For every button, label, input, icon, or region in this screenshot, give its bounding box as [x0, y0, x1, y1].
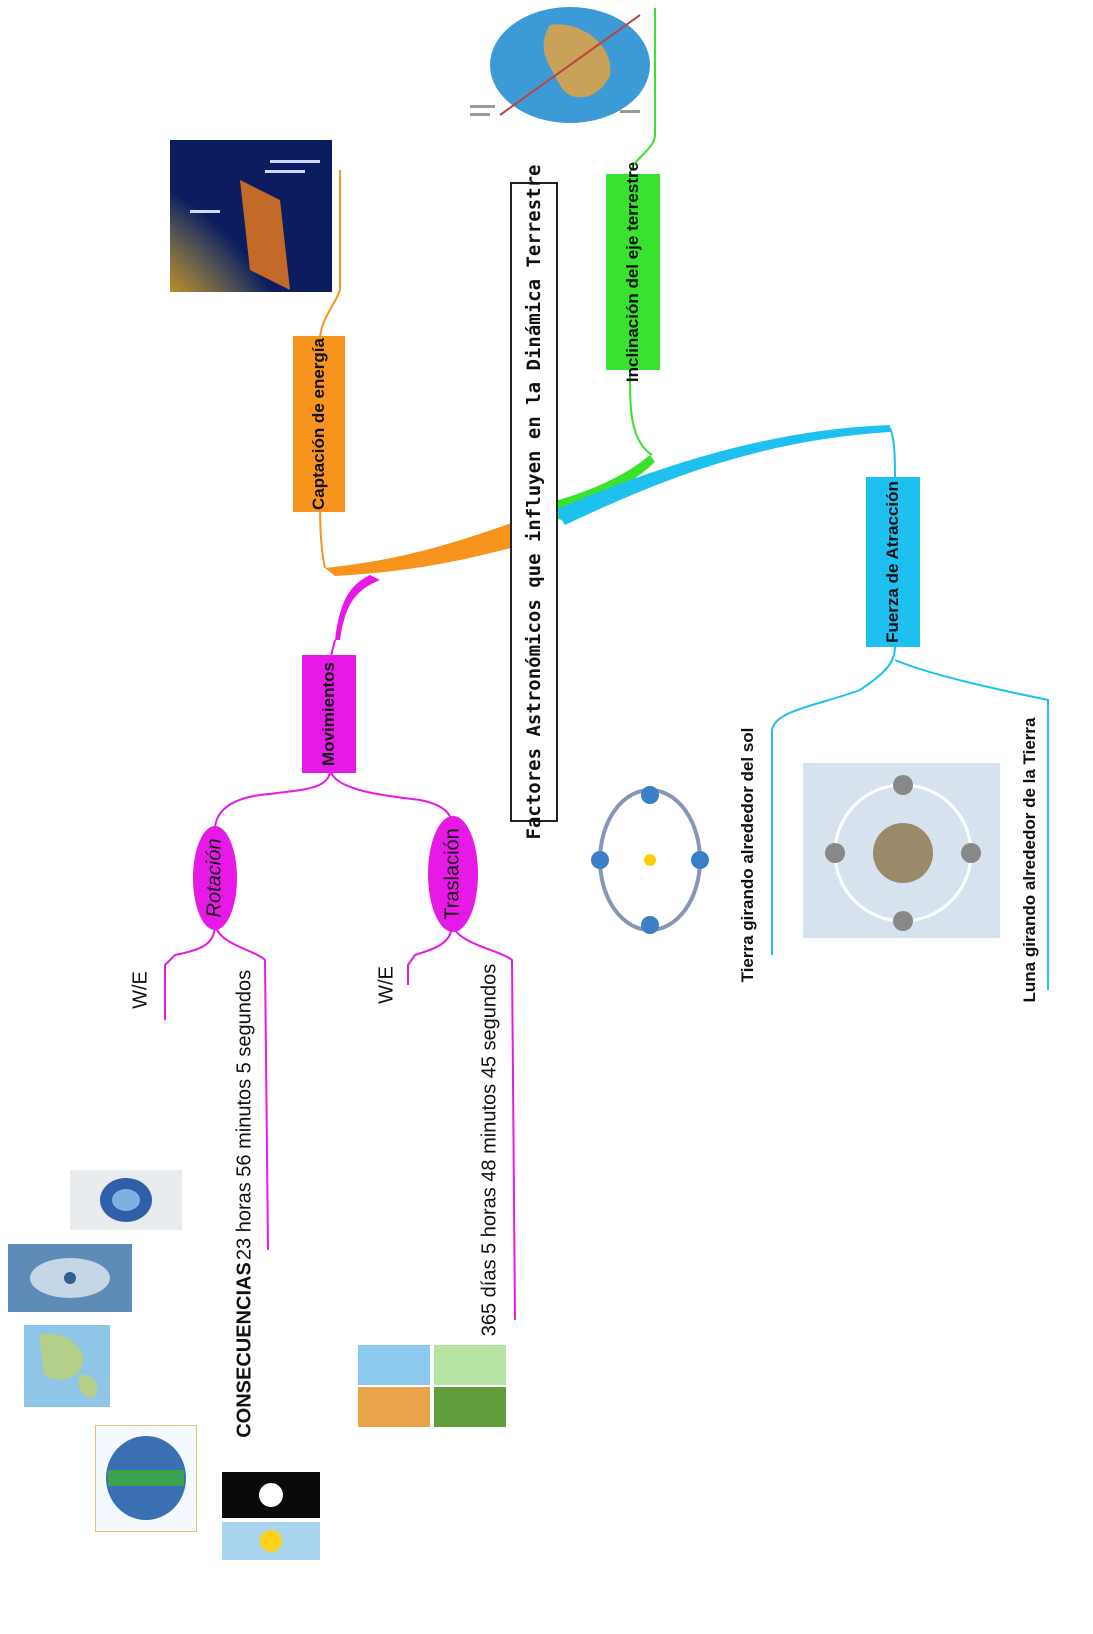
line-mov-split [214, 769, 331, 831]
line-inclinacion [629, 369, 653, 456]
hurricane-image [8, 1244, 132, 1312]
line-inclinacion-up [629, 8, 656, 176]
traslacion-duration: 365 días 5 horas 48 minutos 45 segundos [478, 963, 501, 1337]
consecuencias-label: CONSECUENCIAS [233, 1262, 256, 1438]
node-captacion: Captación de energía [293, 336, 345, 512]
world-map-image [24, 1325, 110, 1407]
central-title-text: Factores Astronómicos que influyen en la… [523, 164, 545, 840]
node-movimientos: Movimientos [302, 655, 356, 773]
luna-tierra-label: Luna girando alrededor de la Tierra [1020, 717, 1039, 1003]
central-title: Factores Astronómicos que influyen en la… [510, 165, 558, 839]
line-tras-split [407, 924, 453, 985]
tierra-sol-label: Tierra girando alrededor del sol [738, 727, 757, 983]
line-mov-split2 [329, 769, 453, 826]
energy-capture-image [170, 140, 332, 292]
moon-phases-diagram [803, 763, 1000, 938]
line-rot-split [164, 924, 216, 1020]
rotacion-direction: W/E [129, 971, 152, 1009]
ribbon-magenta [335, 575, 380, 640]
line-fuerza-split [771, 644, 896, 955]
node-fuerza: Fuerza de Atracción [866, 477, 920, 647]
day-night-image [222, 1472, 320, 1518]
line-captacion-up [319, 170, 341, 341]
climate-zones-globe-image [95, 1425, 197, 1532]
traslacion-direction: W/E [375, 966, 398, 1004]
ribbon-orange [325, 520, 540, 576]
ribbon-green [540, 455, 655, 520]
line-fuerza-split2 [894, 659, 1049, 990]
globe-axis-image [440, 5, 655, 135]
seasons-image [358, 1345, 506, 1427]
globe-hands-image [70, 1170, 182, 1230]
node-inclinacion: Inclinación del eje terrestre [606, 162, 660, 382]
node-traslacion: Traslación [428, 816, 478, 932]
rotacion-duration: 23 horas 56 minutos 5 segundos [233, 969, 256, 1261]
ribbon-cyan [555, 425, 890, 525]
sun-sky-image [222, 1522, 320, 1560]
node-rotacion: Rotación [193, 826, 237, 930]
line-fuerza [889, 427, 896, 481]
earth-orbit-diagram [580, 780, 720, 940]
line-rot-split2 [214, 924, 269, 1251]
